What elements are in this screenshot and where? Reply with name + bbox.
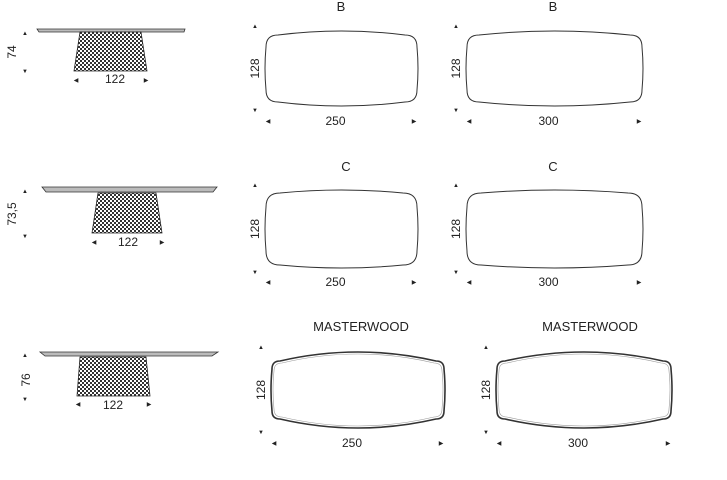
length-arrow-right: ▶: [637, 280, 642, 286]
shape-label: C: [341, 159, 350, 174]
width-arrow-left: ◀: [74, 78, 79, 84]
depth-arrow-up: ▲: [483, 345, 489, 351]
plan-view-b-300: B ▲ ▼ 128 ◀ ▶ 300: [449, 0, 644, 128]
depth-arrow-down: ▼: [252, 270, 258, 276]
width-arrow-right: ▶: [160, 240, 165, 246]
length-arrow-left: ◀: [272, 441, 277, 447]
width-arrow-left: ◀: [92, 240, 97, 246]
length-arrow-right: ▶: [412, 280, 417, 286]
length-dimension: 250: [325, 114, 345, 128]
plan-view-b-250: B ▲ ▼ 128 ◀ ▶ 250: [248, 0, 419, 128]
depth-arrow-up: ▲: [453, 183, 459, 189]
height-dimension: 76: [19, 373, 33, 387]
plan-view-masterwood-300: MASTERWOOD ▲ ▼ 128 ◀ ▶ 300: [479, 319, 673, 450]
depth-arrow-down: ▼: [483, 430, 489, 436]
mesh-base: [73, 31, 148, 72]
length-arrow-left: ◀: [497, 441, 502, 447]
side-view-1: ▲ ▼ 74 ◀ ▶ 122: [5, 28, 186, 86]
plan-view-masterwood-250: MASTERWOOD ▲ ▼ 128 ◀ ▶ 250: [254, 319, 446, 450]
mesh-base: [76, 356, 151, 397]
height-arrow-up: ▲: [22, 189, 28, 195]
length-arrow-right: ▶: [412, 119, 417, 125]
depth-dimension: 128: [248, 58, 262, 78]
depth-arrow-up: ▲: [252, 24, 258, 30]
depth-arrow-down: ▼: [252, 108, 258, 114]
height-arrow-down: ▼: [22, 234, 28, 240]
length-arrow-left: ◀: [467, 280, 472, 286]
plan-view-c-300: C ▲ ▼ 128 ◀ ▶ 300: [449, 159, 644, 289]
length-arrow-left: ◀: [467, 119, 472, 125]
base-width-dimension: 122: [103, 398, 123, 412]
depth-arrow-down: ▼: [453, 270, 459, 276]
depth-arrow-down: ▼: [258, 430, 264, 436]
length-arrow-left: ◀: [266, 280, 271, 286]
length-dimension: 250: [342, 436, 362, 450]
tabletop-outline: [264, 30, 419, 107]
base-width-dimension: 122: [105, 72, 125, 86]
depth-dimension: 128: [479, 380, 493, 400]
height-arrow-down: ▼: [22, 69, 28, 75]
table-top: [36, 28, 186, 33]
length-dimension: 300: [568, 436, 588, 450]
length-arrow-right: ▶: [666, 441, 671, 447]
height-arrow-down: ▼: [22, 397, 28, 403]
depth-dimension: 128: [248, 219, 262, 239]
shape-label: B: [337, 0, 346, 14]
tabletop-outline: [465, 30, 644, 107]
depth-arrow-up: ▲: [258, 345, 264, 351]
depth-arrow-down: ▼: [453, 108, 459, 114]
depth-dimension: 128: [449, 219, 463, 239]
depth-dimension: 128: [449, 58, 463, 78]
shape-label: MASTERWOOD: [313, 319, 409, 334]
width-arrow-left: ◀: [76, 402, 81, 408]
depth-dimension: 128: [254, 380, 268, 400]
length-arrow-right: ▶: [637, 119, 642, 125]
table-top: [41, 186, 218, 193]
length-dimension: 300: [538, 275, 558, 289]
side-view-3: ▲ ▼ 76 ◀ ▶ 122: [19, 351, 220, 412]
width-arrow-right: ▶: [144, 78, 149, 84]
height-dimension: 74: [5, 45, 19, 59]
shape-label: MASTERWOOD: [542, 319, 638, 334]
tabletop-outline: [264, 189, 419, 269]
depth-arrow-up: ▲: [252, 183, 258, 189]
table-top: [38, 351, 220, 357]
tabletop-outline: [270, 351, 446, 429]
tabletop-outline: [465, 189, 644, 269]
shape-label: B: [549, 0, 558, 14]
height-arrow-up: ▲: [22, 31, 28, 37]
shape-label: C: [548, 159, 557, 174]
tabletop-edge: [497, 353, 671, 427]
length-arrow-right: ▶: [439, 441, 444, 447]
tabletop-edge: [272, 353, 444, 427]
depth-arrow-up: ▲: [453, 24, 459, 30]
mesh-base: [91, 192, 163, 234]
height-dimension: 73,5: [5, 202, 19, 226]
plan-view-c-250: C ▲ ▼ 128 ◀ ▶ 250: [248, 159, 419, 289]
length-dimension: 250: [325, 275, 345, 289]
width-arrow-right: ▶: [147, 402, 152, 408]
side-view-2: ▲ ▼ 73,5 ◀ ▶ 122: [5, 186, 218, 249]
length-arrow-left: ◀: [266, 119, 271, 125]
height-arrow-up: ▲: [22, 353, 28, 359]
length-dimension: 300: [538, 114, 558, 128]
base-width-dimension: 122: [118, 235, 138, 249]
tabletop-outline: [495, 351, 673, 429]
